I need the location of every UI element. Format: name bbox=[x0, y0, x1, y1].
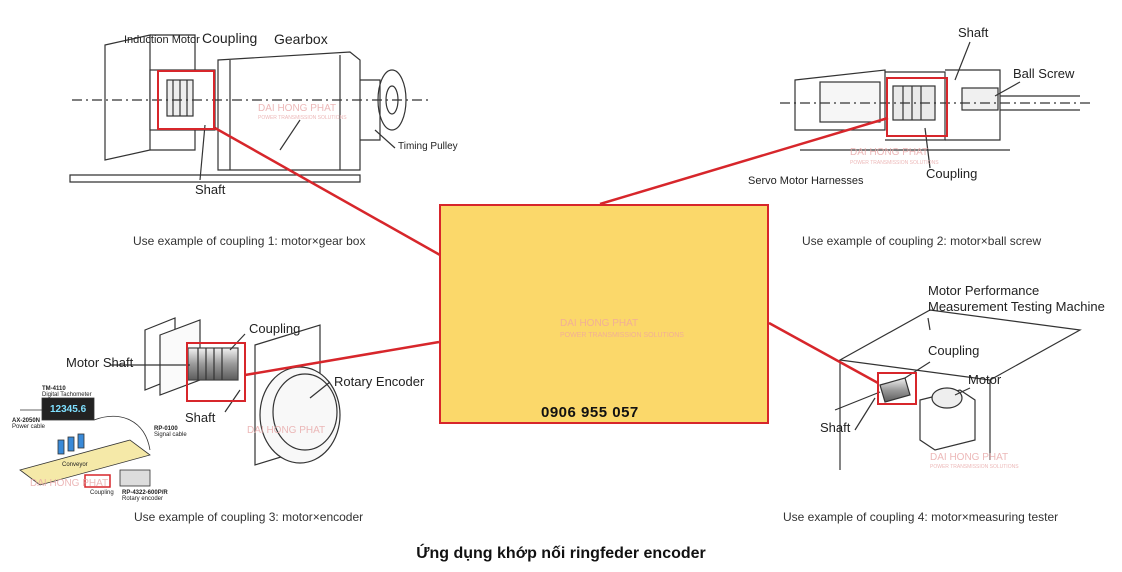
diagram2-label-servo-motor-harnesses: Servo Motor Harnesses bbox=[748, 175, 864, 187]
diagram3-label-motor-shaft: Motor Shaft bbox=[66, 355, 134, 370]
diagram4-label-testing-machine-line2: Measurement Testing Machine bbox=[928, 299, 1105, 314]
phone-number[interactable]: 0906 955 057 bbox=[541, 404, 639, 421]
product-panel: 0906 955 057 bbox=[439, 204, 769, 424]
watermark-brand-6: DAI HONG PHAT bbox=[30, 478, 109, 489]
diagram3-inset-drawing bbox=[19, 397, 151, 488]
watermark-tagline-3: POWER TRANSMISSION SOLUTIONS bbox=[560, 332, 684, 339]
diagram3-label-rotary-encoder: Rotary Encoder bbox=[334, 374, 425, 389]
inset-encoder-name: Rotary encoder bbox=[122, 496, 164, 502]
inset-signal-model: RP-0100 bbox=[154, 426, 178, 432]
diagram1-label-shaft: Shaft bbox=[195, 182, 226, 197]
diagram3-label-coupling: Coupling bbox=[249, 321, 301, 336]
watermark-brand-2: DAI HONG PHAT bbox=[850, 147, 929, 158]
inset-display-value: 12345.6 bbox=[50, 404, 87, 415]
inset-signal-name: Signal cable bbox=[154, 432, 187, 438]
diagram1-label-gearbox: Gearbox bbox=[274, 31, 328, 47]
diagram4-coupling-highlight bbox=[877, 372, 917, 405]
inset-conveyor: Conveyor bbox=[62, 462, 88, 468]
diagram4-label-testing-machine-line1: Motor Performance bbox=[928, 283, 1040, 298]
diagram1-coupling-highlight bbox=[157, 70, 215, 130]
diagram4-label-shaft: Shaft bbox=[820, 420, 851, 435]
diagram4-drawing bbox=[834, 309, 1082, 470]
inset-power-model: AX-2050N bbox=[12, 418, 41, 424]
diagram2-caption: Use example of coupling 2: motor×ball sc… bbox=[802, 234, 1042, 248]
inset-encoder-model: RP-4322-600P/R bbox=[122, 490, 168, 496]
diagram2-label-coupling: Coupling bbox=[926, 166, 978, 181]
diagram1-drawing bbox=[69, 34, 430, 183]
inset-power-name: Power cable bbox=[12, 424, 46, 430]
diagram4-label-coupling: Coupling bbox=[928, 343, 980, 358]
diagram2-label-ball-screw: Ball Screw bbox=[1013, 66, 1075, 81]
diagram1-label-timing-pulley: Timing Pulley bbox=[398, 141, 458, 152]
diagram3-caption: Use example of coupling 3: motor×encoder bbox=[134, 510, 364, 524]
diagram1-caption: Use example of coupling 1: motor×gear bo… bbox=[133, 234, 366, 248]
watermark-brand-4: DAI HONG PHAT bbox=[247, 425, 326, 436]
connector-lines bbox=[214, 116, 889, 385]
inset-tachometer-name: Digital Tachometer bbox=[42, 392, 92, 398]
diagram4-label-motor: Motor bbox=[968, 372, 1002, 387]
inset-tachometer-model: TM-4110 bbox=[42, 386, 66, 392]
diagram2-coupling-highlight bbox=[886, 77, 948, 137]
watermark-brand-1: DAI HONG PHAT bbox=[258, 103, 337, 114]
diagram3-drawing bbox=[110, 317, 341, 466]
diagram2-drawing bbox=[780, 41, 1090, 169]
watermark-tagline-2: POWER TRANSMISSION SOLUTIONS bbox=[850, 160, 939, 166]
watermark-tagline-1: POWER TRANSMISSION SOLUTIONS bbox=[258, 115, 347, 121]
watermark-brand-5: DAI HONG PHAT bbox=[930, 452, 1009, 463]
page-title: Ứng dụng khớp nối ringfeder encoder bbox=[416, 545, 706, 562]
diagram4-caption: Use example of coupling 4: motor×measuri… bbox=[783, 510, 1059, 524]
diagram1-label-induction-motor: Induction Motor bbox=[124, 34, 200, 46]
diagram3-label-shaft: Shaft bbox=[185, 410, 216, 425]
diagram2-label-shaft: Shaft bbox=[958, 25, 989, 40]
diagram3-coupling-highlight bbox=[186, 342, 246, 402]
inset-coupling: Coupling bbox=[90, 490, 114, 496]
watermark-tagline-5: POWER TRANSMISSION SOLUTIONS bbox=[930, 464, 1019, 470]
watermark-brand-3: DAI HONG PHAT bbox=[560, 318, 639, 329]
diagram1-label-coupling: Coupling bbox=[202, 30, 258, 46]
